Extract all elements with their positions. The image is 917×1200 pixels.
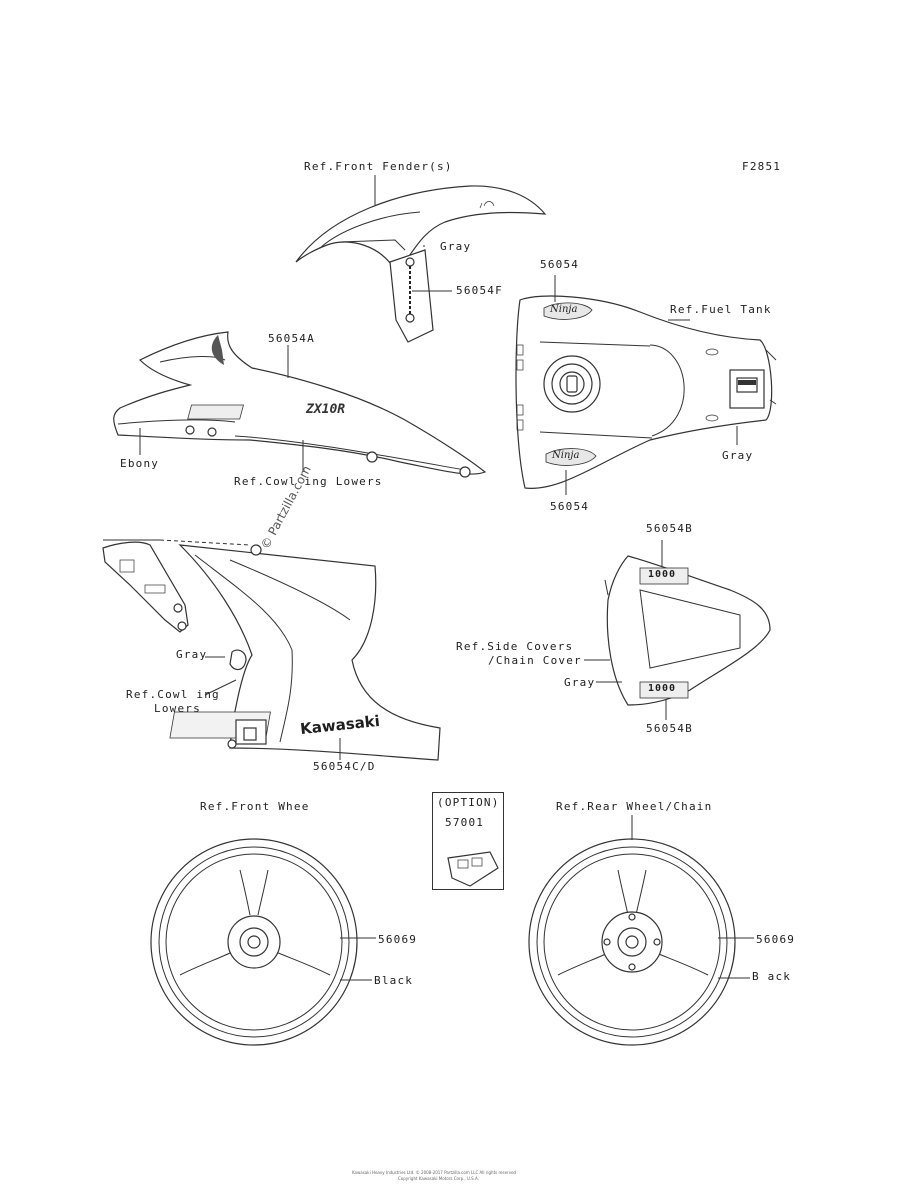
lower-ref-label-line1: Ref.Cowl ing	[126, 688, 220, 701]
fuel-tank-drawing	[515, 275, 777, 495]
figure-code: F2851	[742, 160, 782, 173]
side-cover-part-number-top[interactable]: 56054B	[646, 522, 693, 535]
fender-part-number[interactable]: 56054F	[456, 284, 503, 297]
fender-gray-label: Gray	[440, 240, 472, 253]
rear-wheel-part-number[interactable]: 56069	[756, 933, 796, 946]
front-wheel-ref-label: Ref.Front Whee	[200, 800, 310, 813]
option-part-drawing	[447, 851, 499, 887]
cowl-lowers-ref-label: Ref.Cowl ing Lowers	[234, 475, 383, 488]
side-cover-gray-label: Gray	[564, 676, 596, 689]
lower-ref-label-line2: Lowers	[154, 702, 201, 715]
fuel-tank-part-number-bottom[interactable]: 56054	[550, 500, 590, 513]
front-fender-ref-label: Ref.Front Fender(s)	[304, 160, 453, 173]
cowl-ebony-label: Ebony	[120, 457, 160, 470]
rear-wheel-drawing	[528, 815, 754, 1046]
lower-gray-label: Gray	[176, 648, 208, 661]
side-cover-ref-label-line1: Ref.Side Covers	[456, 640, 574, 653]
fuel-tank-ref-label: Ref.Fuel Tank	[670, 303, 772, 316]
lower-cowl-drawing	[102, 539, 441, 761]
tank-decal-logo-bottom: Ninja	[552, 450, 580, 461]
side-cover-ref-label-line2: /Chain Cover	[488, 654, 582, 667]
fuel-tank-gray-label: Gray	[722, 449, 754, 462]
seat-badge-bottom: 1000	[648, 683, 677, 694]
front-fender-drawing	[295, 175, 547, 343]
footer-line2: Copyright Kawasaki Motors Corp., U.S.A.	[398, 1176, 479, 1181]
seat-cowl-drawing	[584, 540, 771, 720]
footer-line1: Kawasaki Heavy Industries Ltd. © 2008-20…	[352, 1170, 517, 1175]
lower-part-number[interactable]: 56054C/D	[313, 760, 376, 773]
cowl-part-number[interactable]: 56054A	[268, 332, 315, 345]
tank-decal-logo-top: Ninja	[550, 304, 578, 315]
side-cover-part-number-bottom[interactable]: 56054B	[646, 722, 693, 735]
upper-cowl-drawing	[113, 331, 487, 478]
front-wheel-drawing	[150, 838, 376, 1046]
fuel-tank-part-number-top[interactable]: 56054	[540, 258, 580, 271]
rear-wheel-black-label: B ack	[752, 970, 792, 983]
option-title: (OPTION)	[437, 796, 500, 809]
option-part-number[interactable]: 57001	[445, 816, 485, 829]
seat-badge-top: 1000	[648, 569, 677, 580]
front-wheel-black-label: Black	[374, 974, 414, 987]
cowl-decal-logo: ZX10R	[306, 402, 346, 417]
option-box	[432, 792, 504, 890]
front-wheel-part-number[interactable]: 56069	[378, 933, 418, 946]
rear-wheel-ref-label: Ref.Rear Wheel/Chain	[556, 800, 713, 813]
